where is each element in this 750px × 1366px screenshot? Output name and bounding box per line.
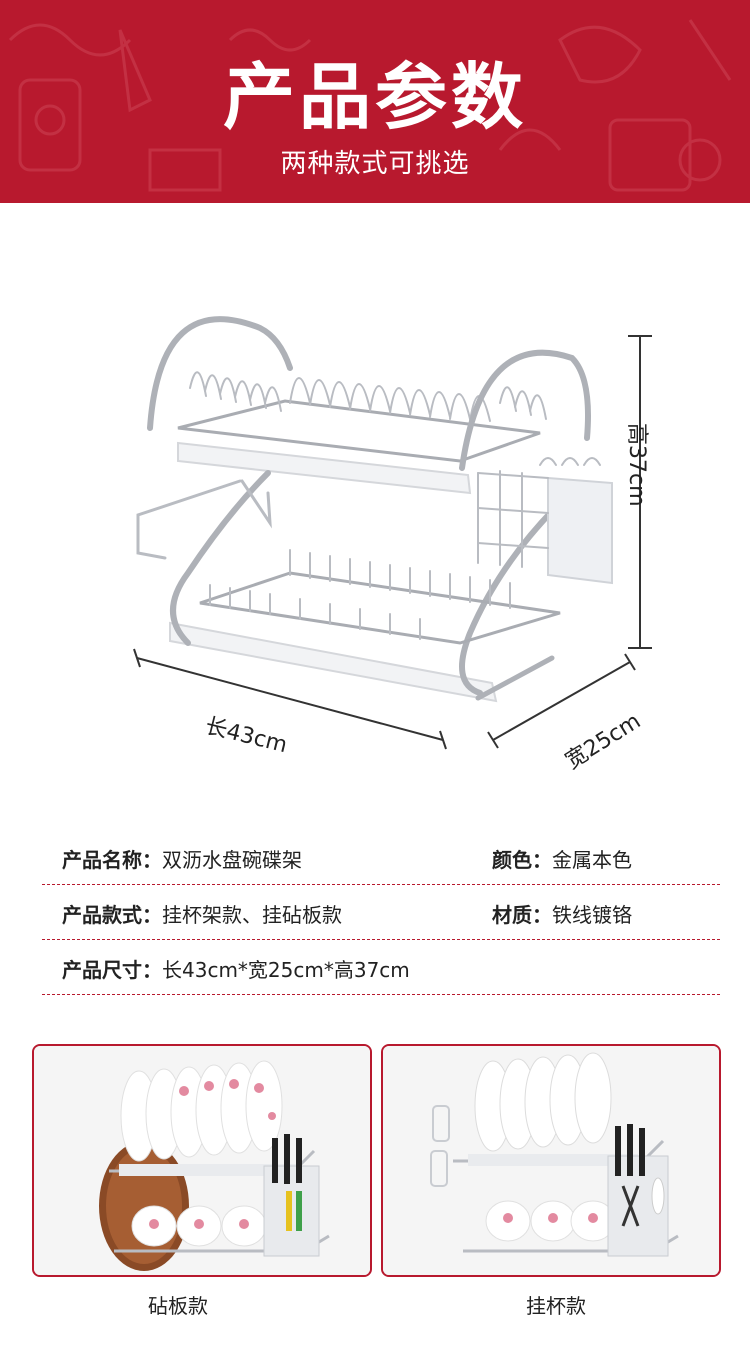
spec-table: 产品名称：双沥水盘碗碟架 颜色：金属本色 产品款式：挂杯架款、挂砧板款 材质：铁…: [42, 830, 720, 995]
page-title: 产品参数: [222, 55, 527, 139]
header-banner: 产品参数 两种款式可挑选: [0, 0, 750, 203]
spec-key: 材质：: [492, 903, 552, 927]
spec-value: 挂杯架款、挂砧板款: [162, 903, 342, 927]
spec-value: 金属本色: [552, 848, 632, 872]
spec-color: 颜色：金属本色: [492, 844, 632, 873]
spec-value: 双沥水盘碗碟架: [162, 848, 302, 872]
spec-name: 产品名称：双沥水盘碗碟架: [62, 844, 302, 873]
height-dimension-line: [628, 335, 652, 649]
spec-row: 产品名称：双沥水盘碗碟架 颜色：金属本色: [42, 830, 720, 885]
variant-photo-cup-holder[interactable]: [381, 1044, 721, 1277]
spec-key: 产品款式：: [62, 903, 162, 927]
width-dimension-line: [487, 653, 636, 749]
product-dimension-figure: 长43cm 宽25cm 高37cm: [0, 203, 750, 803]
cutting-board-rack-image: [34, 1046, 370, 1275]
spec-style: 产品款式：挂杯架款、挂砧板款: [62, 899, 342, 928]
page-subtitle: 两种款式可挑选: [280, 149, 470, 179]
variant-caption-cup-holder: 挂杯款: [526, 1294, 586, 1318]
spec-material: 材质：铁线镀铬: [492, 899, 632, 928]
kitchenware-pattern: [8, 19, 732, 192]
length-dimension-line: [133, 648, 447, 750]
spec-key: 产品名称：: [62, 848, 162, 872]
cup-holder-rack-image: [383, 1046, 719, 1275]
spec-row: 产品尺寸：长43cm*宽25cm*高37cm: [42, 940, 720, 995]
spec-row: 产品款式：挂杯架款、挂砧板款 材质：铁线镀铬: [42, 885, 720, 940]
dish-rack-illustration: [133, 316, 652, 750]
spec-size: 产品尺寸：长43cm*宽25cm*高37cm: [62, 954, 410, 983]
spec-value: 铁线镀铬: [552, 903, 632, 927]
variant-caption-cutting-board: 砧板款: [148, 1294, 208, 1318]
spec-key: 产品尺寸：: [62, 958, 162, 982]
variant-photo-cutting-board[interactable]: [32, 1044, 372, 1277]
height-label-text: 高37cm: [624, 423, 649, 507]
spec-key: 颜色：: [492, 848, 552, 872]
spec-value: 长43cm*宽25cm*高37cm: [162, 958, 410, 982]
